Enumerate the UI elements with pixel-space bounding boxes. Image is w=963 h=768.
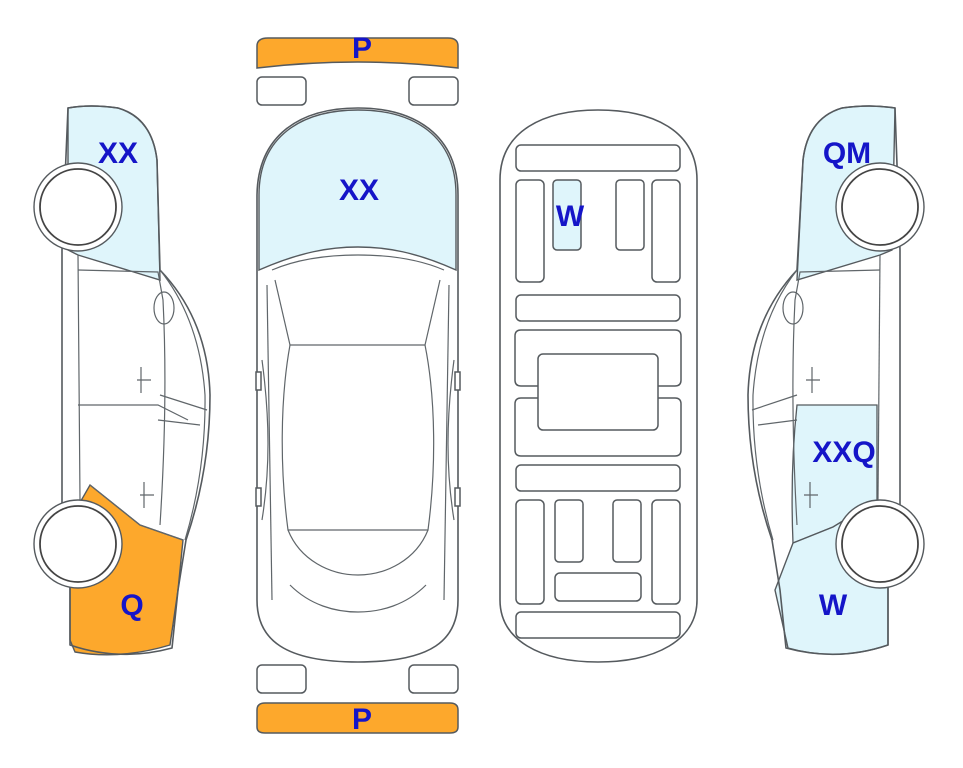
front-bumper-shape[interactable]	[256, 37, 459, 69]
rear-bumper[interactable]: P	[256, 702, 459, 736]
underbody-outline	[499, 109, 698, 663]
right-rear-door-label: XXQ	[812, 436, 875, 469]
left-sill	[261, 359, 269, 521]
underbody-spare-well	[554, 572, 642, 602]
left-belt-line-2	[157, 419, 201, 426]
windshield	[274, 279, 441, 346]
left-front-fender-label: XX	[98, 137, 138, 170]
left-rear-wheel	[39, 505, 117, 583]
front-bumper-label: P	[352, 32, 372, 65]
rear-bumper-label: P	[352, 703, 372, 736]
right-front-door	[792, 269, 881, 526]
underbody-front-crossmember	[515, 144, 681, 172]
car-left-side-view: XX Q	[33, 105, 211, 656]
right-side-line	[443, 284, 450, 601]
taillight-right	[408, 664, 459, 694]
right-window-line	[752, 269, 798, 541]
right-belt-line	[751, 394, 798, 411]
right-rear-wheel	[841, 505, 919, 583]
underbody-panel-right	[615, 179, 645, 251]
hood-label: XX	[339, 174, 379, 207]
right-belt-line-2	[757, 419, 798, 426]
left-rear-quarter-label: Q	[120, 589, 143, 622]
underbody-rear-crossmember	[515, 464, 681, 492]
car-top-body	[256, 107, 459, 663]
right-front-fender-label: QM	[823, 137, 871, 170]
left-rear-door-bottom	[89, 484, 184, 541]
underbody-rear-panel-right	[612, 499, 642, 563]
right-front-wheel	[841, 168, 919, 246]
underbody-center-tunnel	[537, 353, 659, 431]
cowl-line	[271, 254, 445, 271]
car-right-side-view: QM XXQ W	[747, 105, 925, 656]
car-underbody-view: W	[499, 109, 698, 663]
underbody-mid-crossmember	[515, 294, 681, 322]
hood[interactable]	[258, 109, 457, 272]
front-bumper[interactable]: P	[256, 32, 459, 69]
left-rear-door-handle	[140, 482, 154, 508]
underbody-right-rail	[651, 179, 681, 283]
left-body-outline	[61, 105, 211, 656]
rear-bumper-shape[interactable]	[256, 702, 459, 734]
right-door-handle	[454, 487, 461, 507]
taillight-left	[256, 664, 307, 694]
underbody-left-rail	[515, 179, 545, 283]
left-front-door	[77, 269, 166, 526]
left-door-split	[78, 404, 189, 421]
underbody-rear-panel-left	[554, 499, 584, 563]
underbody-rear-left-rail	[515, 499, 545, 605]
headlight-right	[408, 76, 459, 106]
left-window-line	[159, 269, 206, 541]
right-sill	[447, 359, 455, 521]
right-front-door-handle	[806, 367, 820, 393]
left-door-handle	[255, 487, 262, 507]
rear-window	[287, 529, 429, 576]
right-rear-quarter-label: W	[819, 589, 848, 622]
left-belt-line	[159, 394, 208, 411]
right-mirror	[454, 371, 461, 391]
left-front-wheel	[39, 168, 117, 246]
left-side-line	[266, 284, 273, 601]
right-mirror-side	[782, 291, 804, 325]
roof	[281, 344, 435, 531]
left-pillar-line	[77, 254, 96, 506]
trunk-line	[289, 584, 427, 613]
underbody-panel[interactable]	[552, 179, 582, 251]
headlight-left	[256, 76, 307, 106]
right-rear-door-handle	[804, 482, 818, 508]
underbody-rear-sill	[515, 611, 681, 639]
left-front-door-handle	[137, 367, 151, 393]
underbody-panel-label: W	[556, 200, 585, 233]
left-mirror-side	[153, 291, 175, 325]
right-body-outline	[747, 105, 901, 656]
right-pillar-line	[877, 254, 881, 501]
car-top-view: XX	[255, 107, 461, 663]
underbody-rear-right-rail	[651, 499, 681, 605]
left-mirror	[255, 371, 262, 391]
